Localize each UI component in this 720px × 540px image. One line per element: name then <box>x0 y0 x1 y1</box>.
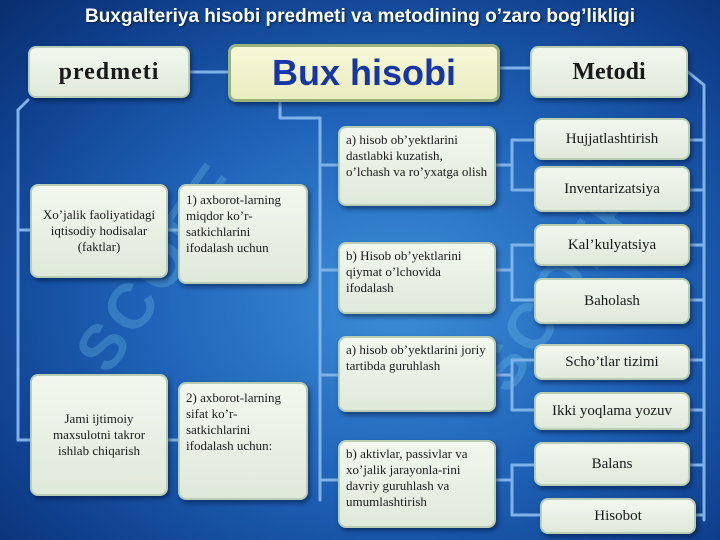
header-metodi-label: Metodi <box>572 59 646 85</box>
method-ikki-yoqlama-yozuv: Ikki yoqlama yozuv <box>534 392 690 430</box>
header-bux-hisobi: Bux hisobi <box>228 44 500 102</box>
sub-box-3-label: a) hisob ob’yektlarini joriy tartibda gu… <box>346 342 486 373</box>
sub-box-1: a) hisob ob’yektlarini dastlabki kuzatis… <box>338 126 496 206</box>
predmet-box-1-label: Xo’jalik faoliyatidagi iqtisodiy hodisal… <box>42 207 156 254</box>
axborot-box-1: 1) axborot-larning miqdor ko’r-satkichla… <box>178 184 308 284</box>
predmet-box-2-label: Jami ijtimoiy maxsulotni takror ishlab c… <box>52 411 146 458</box>
axborot-box-1-label: 1) axborot-larning miqdor ko’r-satkichla… <box>186 192 281 255</box>
sub-box-1-label: a) hisob ob’yektlarini dastlabki kuzatis… <box>346 132 488 179</box>
axborot-box-2: 2) axborot-larning sifat ko’r-satkichlar… <box>178 382 308 500</box>
method-schotlar-tizimi: Scho’tlar tizimi <box>534 344 690 380</box>
header-predmeti: predmeti <box>28 46 190 98</box>
method-kalkulyatsiya: Kal’kulyatsiya <box>534 224 690 266</box>
method-label: Baholash <box>584 293 640 309</box>
sub-box-4: b) aktivlar, passivlar va xo’jalik jaray… <box>338 440 496 528</box>
page-title: Buxgalteriya hisobi predmeti va metodini… <box>84 6 636 27</box>
method-baholash: Baholash <box>534 278 690 324</box>
method-label: Hisobot <box>594 508 642 524</box>
connector <box>16 98 30 112</box>
method-label: Ikki yoqlama yozuv <box>552 403 672 419</box>
method-hisobot: Hisobot <box>540 498 696 534</box>
sub-box-4-label: b) aktivlar, passivlar va xo’jalik jaray… <box>346 446 468 509</box>
predmet-box-1: Xo’jalik faoliyatidagi iqtisodiy hodisal… <box>30 184 168 278</box>
method-inventarizatsiya: Inventarizatsiya <box>534 166 690 212</box>
method-label: Inventarizatsiya <box>564 181 660 197</box>
method-label: Balans <box>591 456 633 472</box>
method-balans: Balans <box>534 442 690 486</box>
method-label: Kal’kulyatsiya <box>567 237 657 253</box>
method-label: Hujjatlashtirish <box>565 131 659 147</box>
connector <box>686 70 706 87</box>
predmet-box-2: Jami ijtimoiy maxsulotni takror ishlab c… <box>30 374 168 496</box>
method-hujjatlashtirish: Hujjatlashtirish <box>534 118 690 160</box>
axborot-box-2-label: 2) axborot-larning sifat ko’r-satkichlar… <box>186 390 281 453</box>
header-bux-hisobi-label: Bux hisobi <box>271 52 456 93</box>
header-predmeti-label: predmeti <box>58 59 160 85</box>
header-metodi: Metodi <box>530 46 688 98</box>
method-label: Scho’tlar tizimi <box>565 354 659 370</box>
sub-box-2: b) Hisob ob’yektlarini qiymat o’lchovida… <box>338 242 496 314</box>
sub-box-2-label: b) Hisob ob’yektlarini qiymat o’lchovida… <box>346 248 462 295</box>
sub-box-3: a) hisob ob’yektlarini joriy tartibda gu… <box>338 336 496 412</box>
